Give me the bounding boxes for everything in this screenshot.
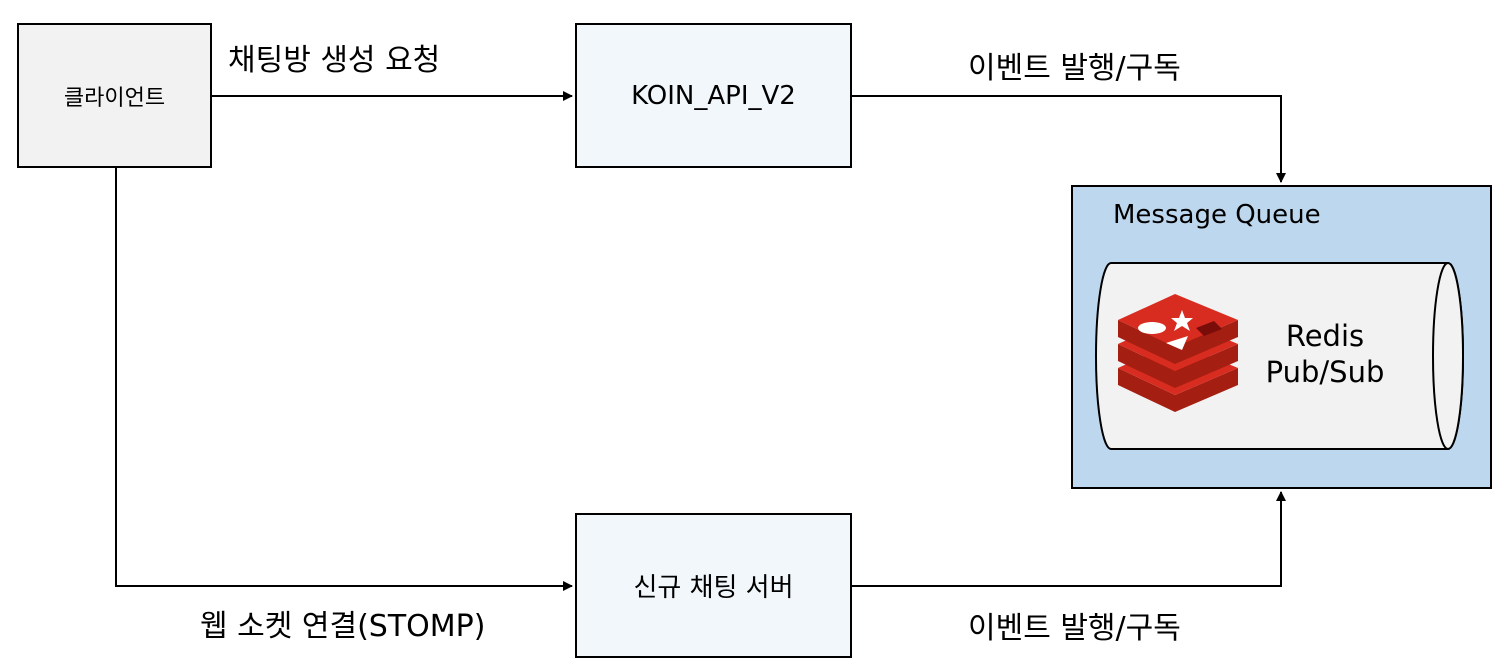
api-pubsub-label: 이벤트 발행/구독 [968, 51, 1181, 86]
websocket-label: 웹 소켓 연결(STOMP) [200, 609, 486, 644]
redis-pubsub-label: Redis Pub/Sub [1250, 318, 1400, 390]
chat-server-node: 신규 채팅 서버 [575, 513, 852, 658]
edge-api-to-mq [852, 95, 1286, 183]
message-queue-title: Message Queue [1113, 200, 1321, 230]
client-label: 클라이언트 [63, 85, 166, 111]
api-node: KOIN_API_V2 [575, 23, 852, 168]
chat-pubsub-label: 이벤트 발행/구독 [968, 611, 1181, 646]
chat-server-label: 신규 채팅 서버 [633, 573, 794, 603]
edge-chat-to-mq [852, 491, 1286, 587]
api-label: KOIN_API_V2 [631, 80, 796, 111]
create-room-label: 채팅방 생성 요청 [228, 43, 441, 78]
redis-label-line2: Pub/Sub [1265, 355, 1385, 389]
redis-logo-icon [1118, 294, 1238, 412]
edge-client-to-chat [115, 168, 573, 591]
client-node: 클라이언트 [17, 23, 212, 168]
redis-label-line1: Redis [1285, 319, 1365, 353]
